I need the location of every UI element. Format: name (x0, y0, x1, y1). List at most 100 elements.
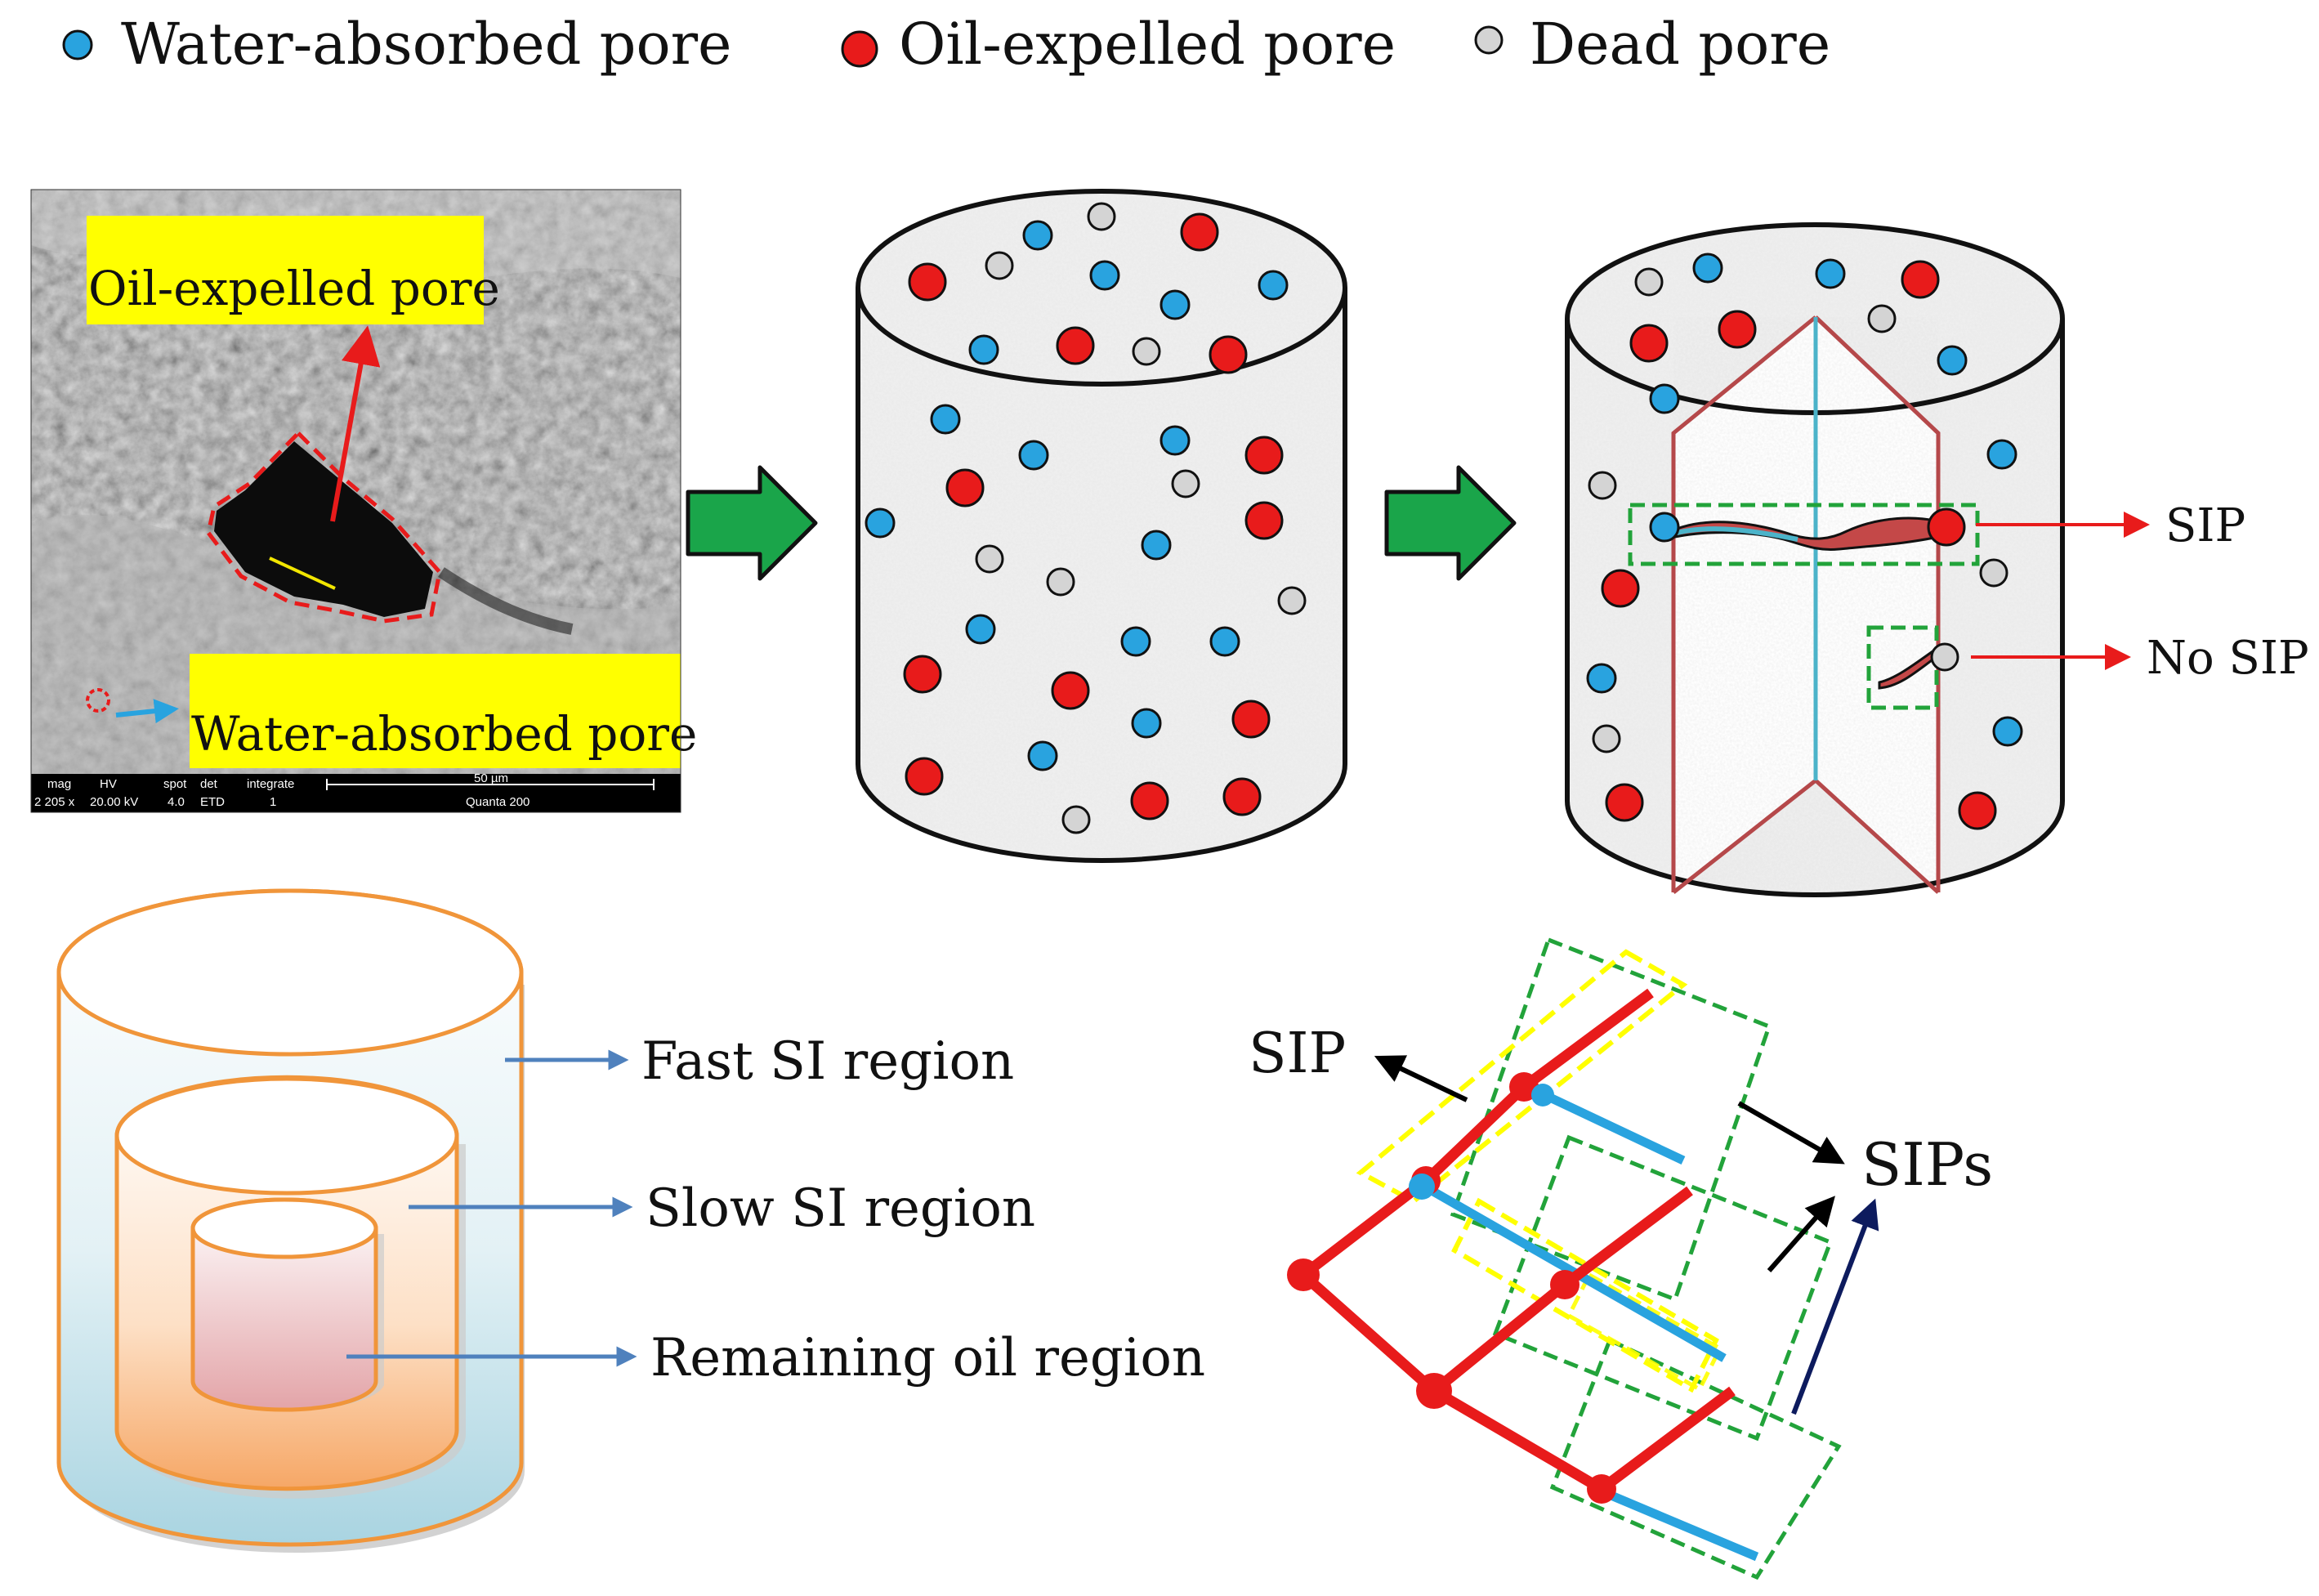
water-absorbed-pore-icon (1258, 270, 1289, 301)
water-label-box (190, 654, 681, 768)
no-sip-highlight-box (1866, 625, 1939, 710)
sem-value-spot: 4.0 (168, 795, 185, 809)
oil-expelled-pore-icon (1056, 326, 1095, 365)
dead-pore-icon (1592, 724, 1621, 753)
sip-highlight-box (1628, 503, 1980, 566)
water-absorbed-pore-icon (968, 334, 999, 365)
legend-label-dead: Dead pore (1530, 11, 1830, 78)
dead-pore-icon (1171, 469, 1200, 498)
oil-expelled-pore-icon (1901, 260, 1940, 299)
oil-expelled-pore-icon (1244, 501, 1284, 540)
oil-expelled-pore-icon (905, 757, 944, 796)
sip-label: SIP (2165, 499, 2245, 552)
fracture-network-diagram: SIP SIPs (1249, 937, 1993, 1580)
pore-cavity (214, 441, 433, 617)
pore-set-fractured (1586, 253, 2023, 830)
dead-pore-icon (1046, 567, 1075, 597)
sem-value-det: ETD (200, 795, 225, 809)
sip-dashed-region-2 (1492, 1134, 1834, 1442)
oil-expelled-pore-icon (945, 468, 985, 507)
dead-pore-icon (1979, 558, 2008, 588)
oil-expelled-pore-icon (1927, 507, 1966, 547)
dead-pore-icon (985, 251, 1014, 280)
water-absorbed-pore-icon (1018, 440, 1049, 471)
sips-callout-arrow-3 (1791, 1198, 1879, 1415)
water-absorbed-pore-icon (1649, 383, 1680, 414)
legend-item-water: Water-absorbed pore (62, 11, 731, 78)
sem-header-mag: mag (47, 777, 71, 791)
water-pore-marker (86, 688, 110, 713)
sem-header-integrate: integrate (247, 777, 294, 791)
dead-pore-icon (1930, 642, 1959, 672)
oil-expelled-pore-icon (903, 655, 942, 694)
dead-pore-icon (1474, 25, 1504, 55)
remaining-region-label: Remaining oil region (650, 1328, 1205, 1388)
core-cylinder-initial (856, 189, 1347, 863)
water-absorbed-pore-icon (1209, 626, 1240, 657)
legend-label-water: Water-absorbed pore (121, 11, 731, 78)
dead-pore-icon (1061, 805, 1091, 834)
sem-value-hv: 20.00 kV (90, 795, 138, 809)
sem-info-headers: mag HV spot det integrate (47, 777, 294, 791)
oil-expelled-pore-icon (1718, 310, 1757, 349)
dead-pore-icon (1867, 304, 1897, 333)
water-absorbed-pore-icon (1141, 530, 1172, 561)
process-arrow-2 (1384, 465, 1517, 581)
sips-callout-arrow-2 (1767, 1196, 1835, 1272)
dead-pore-icon (975, 544, 1004, 574)
oil-node (1550, 1270, 1580, 1299)
dead-pore-icon (1634, 267, 1664, 297)
water-absorbed-pore-icon (865, 507, 896, 539)
sem-scale-bar: 50 µm Quanta 200 (326, 771, 655, 809)
water-absorbed-pore-icon (965, 614, 996, 645)
oil-expelled-pore-icon (1051, 671, 1090, 710)
fracture-plane-right (1814, 315, 1941, 892)
water-absorbed-pore-icon (930, 404, 961, 435)
water-absorbed-pore-icon (1692, 253, 1723, 284)
imbibition-regions-cylinder: Fast SI region Slow SI region Remaining … (56, 888, 1205, 1553)
no-sip-label: No SIP (2147, 632, 2309, 685)
dead-pore-icon (1132, 337, 1161, 366)
oil-node (1416, 1373, 1452, 1409)
water-absorbed-pore-icon (1089, 260, 1120, 291)
highlight-dashed-region-1 (1356, 949, 1688, 1205)
water-channel-2 (1419, 1181, 1727, 1362)
core-cylinder-fractured: SIP No SIP (1565, 222, 2309, 897)
pore-set-initial (865, 202, 1307, 834)
sem-header-spot: spot (163, 777, 187, 791)
sem-value-integrate: 1 (270, 795, 276, 809)
dead-pore-icon (1087, 202, 1116, 231)
oil-expelled-pore-icon (1605, 783, 1644, 822)
oil-node (1287, 1258, 1320, 1291)
sem-header-hv: HV (100, 777, 117, 791)
oil-expelled-pore-icon (841, 30, 878, 68)
sem-scale-label: 50 µm (474, 771, 508, 785)
fracture-plane-left (1671, 315, 1817, 892)
water-node (1531, 1084, 1554, 1106)
oil-expelled-pore-icon (1130, 781, 1169, 820)
oil-expelled-pore-icon (1244, 436, 1284, 475)
sip-callout-arrow (1374, 1055, 1468, 1102)
sem-value-mag: 2 205 x (34, 795, 75, 809)
water-absorbed-pore-icon (1586, 663, 1617, 694)
water-channel-3 (1599, 1486, 1759, 1562)
water-absorbed-pore-icon (1986, 439, 2017, 470)
water-label-arrow (115, 699, 179, 724)
water-channel-1 (1534, 1087, 1686, 1165)
sem-micrograph: Oil-expelled pore Water-absorbed pore ma… (30, 189, 697, 813)
highlight-dashed-region-3 (1566, 1272, 1723, 1393)
oil-expelled-pore-icon (908, 262, 947, 302)
oil-expelled-pore-icon (1180, 212, 1219, 252)
network-sips-label: SIPs (1861, 1130, 1993, 1199)
water-absorbed-pore-icon (1160, 425, 1191, 456)
legend-label-oil: Oil-expelled pore (899, 11, 1396, 78)
process-arrow-1 (686, 465, 818, 581)
water-absorbed-pore-icon (1815, 258, 1846, 289)
water-absorbed-pore-icon (1992, 716, 2023, 747)
oil-expelled-pore-icon (1222, 777, 1262, 816)
slow-region-label: Slow SI region (646, 1178, 1035, 1239)
pore-size-marker (269, 557, 336, 590)
oil-expelled-pore-icon (1601, 569, 1640, 608)
oil-label-arrow (330, 325, 381, 522)
